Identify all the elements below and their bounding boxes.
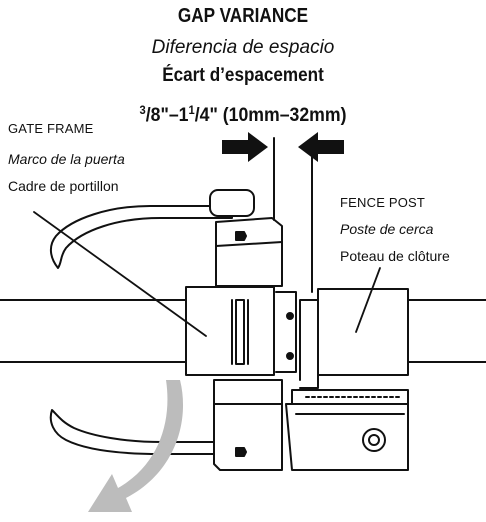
gap-range: 3/8"–11/4" (10mm–32mm) (17, 104, 469, 125)
gap-range-part2: /4" (10mm–32mm) (194, 105, 347, 126)
lower-handle (49, 409, 233, 455)
latch-body (213, 217, 297, 471)
curved-arrow-icon (88, 380, 184, 512)
fence-post-label-es: Poste de cerca (340, 221, 434, 237)
gate-bracket-slot (235, 299, 245, 365)
fence-post-label-en: FENCE POST (340, 195, 426, 210)
gate-frame-label-fr: Cadre de portillon (8, 178, 119, 194)
upper-handle-knob (209, 189, 255, 217)
title-es: Diferencia de espacio (151, 37, 335, 58)
title-fr: Écart d’espacement (162, 65, 324, 86)
gap-range-sup2: 1 (188, 103, 195, 117)
upper-handle (50, 205, 233, 269)
gap-lines (273, 137, 313, 293)
arrow-right-icon (222, 132, 268, 162)
gate-frame-leader (33, 211, 207, 337)
fence-post-leader (355, 267, 381, 333)
gate-frame-label-es: Marco de la puerta (8, 151, 125, 167)
arrow-left-icon (298, 132, 344, 162)
gap-range-sup1: 3 (139, 103, 146, 117)
gate-frame-label-en: GATE FRAME (8, 121, 94, 136)
post-bracket (285, 288, 409, 471)
gap-range-part1: /8"–1 (145, 105, 189, 126)
title-en: GAP VARIANCE (177, 5, 309, 27)
fence-post-label-fr: Poteau de clôture (340, 248, 450, 264)
